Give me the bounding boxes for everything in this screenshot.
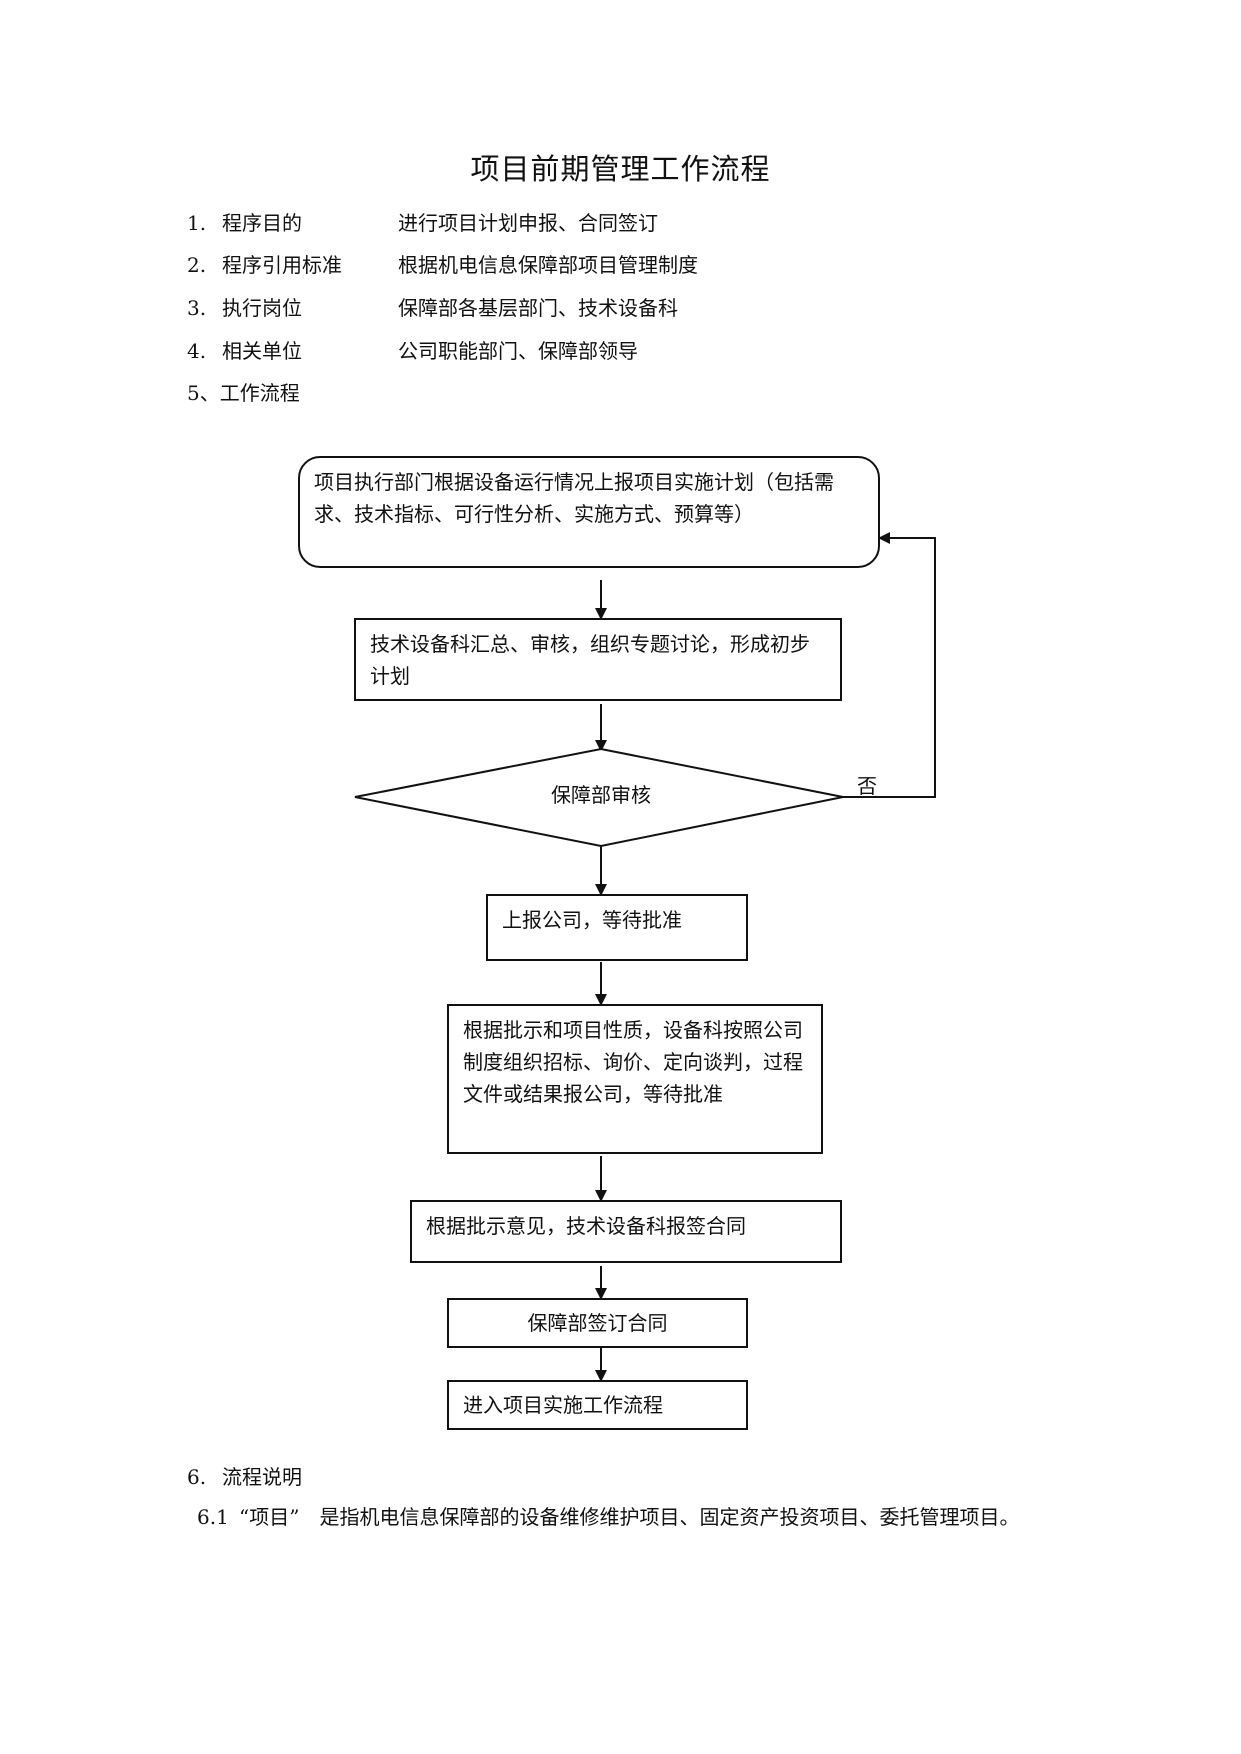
flow-no-label: 否 (857, 774, 877, 798)
flow-step-tender: 根据批示和项目性质，设备科按照公司制度组织招标、询价、定向谈判，过程文件或结果报… (447, 1004, 823, 1154)
section-number: 1. (187, 211, 207, 235)
flow-step-submit-plan: 项目执行部门根据设备运行情况上报项目实施计划（包括需求、技术指标、可行性分析、实… (298, 456, 880, 568)
section-label: 相关单位 (222, 339, 302, 363)
flow-decision-label: 保障部审核 (551, 783, 651, 807)
section-value: 保障部各基层部门、技术设备科 (398, 296, 678, 320)
section-6-item-number: 6.1 (197, 1505, 229, 1529)
section-value: 根据机电信息保障部项目管理制度 (398, 253, 698, 277)
section-6-heading: 流程说明 (222, 1465, 302, 1489)
section-label: 程序引用标准 (222, 253, 342, 277)
flow-step-report-company: 上报公司，等待批准 (486, 894, 748, 961)
flow-step-enter-implementation: 进入项目实施工作流程 (447, 1380, 748, 1430)
section-number: 2. (187, 253, 207, 277)
section-6-number: 6. (187, 1465, 207, 1489)
flow-step-summarize-review: 技术设备科汇总、审核，组织专题讨论，形成初步计划 (354, 618, 842, 701)
section-label: 执行岗位 (222, 296, 302, 320)
section-6-item-text: “项目” 是指机电信息保障部的设备维修维护项目、固定资产投资项目、委托管理项目。 (239, 1505, 1020, 1529)
flow-step-contract-submit: 根据批示意见，技术设备科报签合同 (410, 1200, 842, 1263)
arrow-decision-no-loop (843, 532, 936, 798)
section-5-heading: 5、工作流程 (187, 381, 300, 405)
flow-step-sign-contract: 保障部签订合同 (447, 1298, 748, 1348)
section-label: 程序目的 (222, 211, 302, 235)
section-number: 4. (187, 339, 207, 363)
section-value: 公司职能部门、保障部领导 (398, 339, 638, 363)
decision-diamond (354, 747, 844, 848)
section-value: 进行项目计划申报、合同签订 (398, 211, 658, 235)
page-title: 项目前期管理工作流程 (470, 152, 771, 186)
section-number: 3. (187, 296, 207, 320)
